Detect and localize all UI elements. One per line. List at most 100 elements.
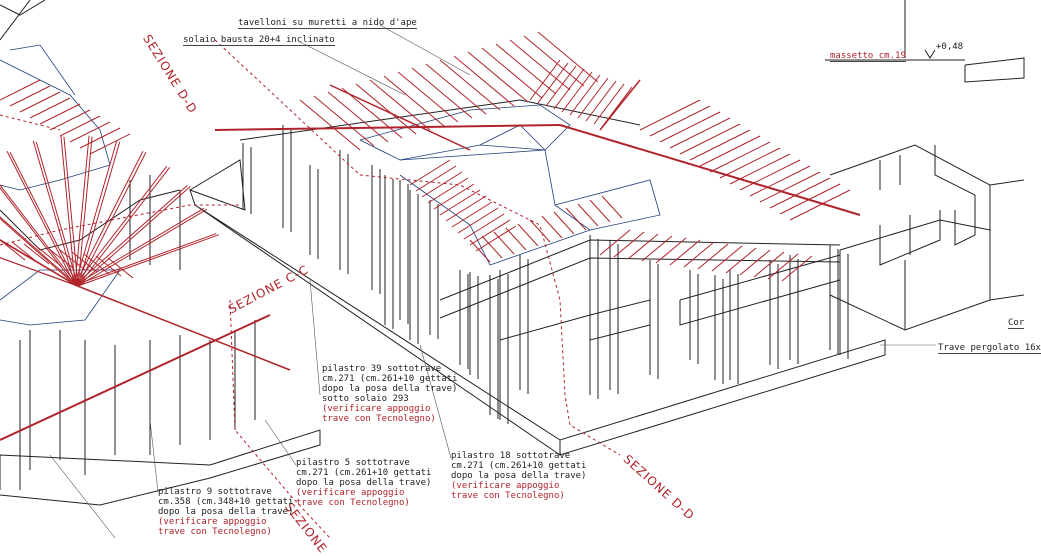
rafter-left (39, 103, 81, 125)
rafter (767, 253, 799, 280)
rafter (753, 251, 785, 278)
rafter (759, 171, 821, 203)
rafter-left (49, 109, 91, 131)
rafter (523, 35, 585, 87)
rafter (689, 129, 751, 161)
rafter (457, 207, 499, 234)
rafter (299, 99, 361, 151)
rafter (679, 123, 741, 155)
base-slab (189, 159, 886, 456)
note-line: pilastro 39 sottotrave (322, 364, 442, 374)
left-roof-ridge (9, 44, 76, 96)
rafter-left (74, 140, 118, 286)
solaio-label: solaio bausta 20+4 inclinato (183, 35, 335, 46)
rafter (627, 233, 659, 260)
rafter-left (74, 151, 144, 286)
note-pilastro-5: pilastro 5 sottotrave cm.271 (cm.261+10 … (296, 458, 431, 508)
rafter-left (9, 152, 79, 287)
rafter (749, 165, 811, 197)
rafter-left (77, 136, 93, 287)
beam-front (679, 254, 841, 326)
note-line: dopo la posa della trave) (296, 478, 432, 488)
rafter-left (77, 166, 171, 287)
rafter-left (59, 115, 101, 137)
rafter-left (77, 234, 220, 287)
note-line: cm.271 (cm.261+10 gettati (451, 461, 587, 471)
rafter (639, 99, 701, 131)
rafter-left (47, 247, 74, 269)
rafter (769, 177, 831, 209)
rafter-left (0, 239, 76, 286)
rafter (589, 199, 611, 223)
rafter-left (19, 91, 61, 113)
rafter (397, 71, 459, 123)
rafter-left (0, 217, 76, 286)
rafter (369, 79, 431, 131)
rafter (475, 225, 517, 252)
rafter (355, 83, 417, 135)
beam-upper (439, 239, 841, 301)
left-base-slab (0, 429, 321, 506)
section-cc-cut (0, 204, 240, 246)
rafter-left (32, 140, 76, 286)
rafter (561, 71, 593, 113)
note-line: cm.358 (cm.348+10 gettati (158, 497, 294, 507)
rafter (683, 241, 715, 268)
right-wing-outline (829, 144, 991, 331)
rafter (709, 141, 771, 173)
wall-block (954, 205, 976, 246)
note-line-red: trave con Tecnolegno) (451, 491, 565, 501)
note-line: sotto solaio 293 (322, 394, 409, 404)
rafter (593, 83, 625, 125)
note-line: pilastro 5 sottotrave (296, 458, 410, 468)
rafter (495, 43, 557, 95)
leader (264, 419, 297, 466)
rafter-left (69, 121, 111, 143)
rafter (599, 229, 631, 256)
rafter (383, 75, 445, 127)
hip-rafter (329, 84, 471, 151)
note-line: pilastro 9 sottotrave (158, 487, 272, 497)
massetto-slab (964, 57, 1025, 83)
note-line-red: (verificare appoggio (322, 404, 431, 414)
rafter (669, 239, 701, 266)
leader-lines (49, 24, 936, 539)
rafter (467, 51, 529, 103)
main-ridge-rafter (214, 124, 561, 131)
rafter (537, 62, 569, 104)
ridge-beam (239, 99, 641, 141)
right-wing-top (839, 219, 991, 251)
rafters (0, 31, 861, 441)
note-line-red: (verificare appoggio (296, 488, 405, 498)
rafter (577, 77, 609, 119)
rafter-left (89, 133, 131, 155)
rafter (699, 135, 761, 167)
rafter (739, 159, 801, 191)
note-pilastro-18: pilastro 18 sottotrave cm.271 (cm.261+10… (451, 451, 586, 501)
rafter (577, 203, 599, 227)
level-mark (924, 49, 936, 59)
rafter (655, 237, 687, 264)
rafter (327, 91, 389, 143)
roof-plane-center (399, 149, 591, 266)
rafter (565, 207, 587, 231)
leader (309, 279, 321, 396)
quota-label: +0,48 (936, 42, 964, 52)
rafter (553, 211, 575, 235)
rafter (613, 231, 645, 258)
note-line: dopo la posa della trave) (451, 471, 587, 481)
rafter-left (35, 141, 79, 287)
rafter-left (74, 165, 168, 286)
left-roof-lower (0, 269, 121, 326)
rafter (711, 245, 743, 272)
note-line: cm.271 (cm.261+10 gettati (322, 374, 458, 384)
note-line-red: (verificare appoggio (451, 481, 560, 491)
rafter-left (71, 251, 98, 273)
rafter (649, 105, 711, 137)
rafter-left (59, 249, 86, 271)
rafter (541, 215, 563, 239)
rafter (553, 68, 585, 110)
rafter-left (74, 135, 90, 286)
rafter (421, 171, 463, 198)
note-line: pilastro 18 sottotrave (451, 451, 571, 461)
